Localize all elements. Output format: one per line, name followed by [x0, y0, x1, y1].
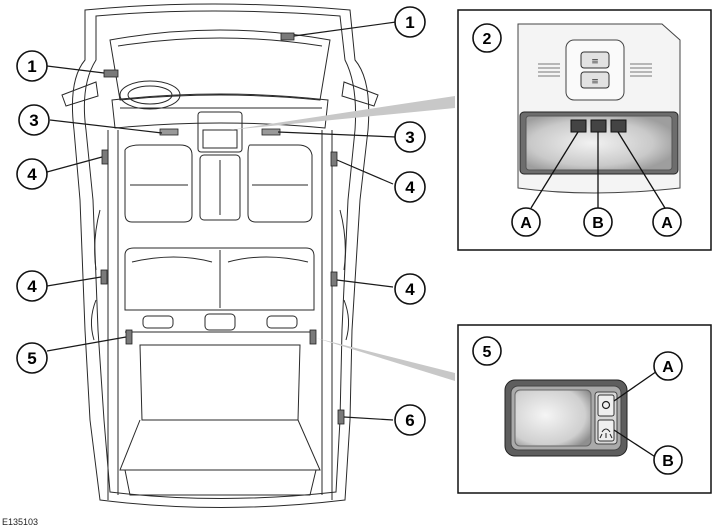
- svg-text:≡: ≡: [591, 77, 599, 87]
- console-switch-center: [590, 119, 607, 133]
- svg-text:≡: ≡: [591, 57, 599, 67]
- lamp-door-rr: [330, 271, 338, 287]
- detail-callout-2: 2: [483, 31, 492, 48]
- speaker-grille-left: [538, 63, 560, 77]
- callout-4-left-front: 4: [16, 158, 48, 190]
- lamp-door-lr: [100, 269, 108, 285]
- callout-label: 1: [405, 13, 414, 32]
- console-switch-right: [610, 119, 627, 133]
- lamp-door-rf: [330, 151, 338, 167]
- callout-5-left: 5: [16, 342, 48, 374]
- projection-console: [230, 96, 455, 130]
- callout-label: 4: [27, 277, 37, 296]
- rear-lamp-label-b: B: [662, 453, 674, 470]
- callout-6: 6: [394, 404, 426, 436]
- lamp-roof-front: [280, 32, 295, 41]
- callout-3-right: 3: [394, 121, 426, 153]
- detail-rear-lamp: 5 A B: [457, 324, 712, 494]
- callout-label: 1: [27, 57, 36, 76]
- lamp-visor-right: [261, 128, 281, 136]
- speaker-grille-right: [630, 63, 652, 77]
- detail-callout-5: 5: [483, 344, 492, 361]
- lamp-door-lf: [101, 149, 109, 165]
- callout-label: 5: [27, 349, 36, 368]
- callout-label: 3: [405, 128, 414, 147]
- callout-4-left-rear: 4: [16, 270, 48, 302]
- lamp-roof-center: [103, 69, 119, 78]
- lamp-visor-left: [159, 128, 179, 136]
- power-ring-icon: [601, 400, 611, 410]
- callout-label: 4: [27, 165, 37, 184]
- lamp-symbol-icon: [599, 428, 613, 439]
- callout-label: 3: [29, 111, 38, 130]
- vehicle-outline: [61, 3, 379, 508]
- rear-lamp-label-a: A: [662, 359, 674, 376]
- lamp-markers: [100, 32, 345, 425]
- callout-label: 4: [405, 280, 415, 299]
- lamp-rear-right: [309, 329, 317, 345]
- projection-rear-lamp: [316, 338, 455, 381]
- callout-1-top: 1: [394, 6, 426, 38]
- lamp-rear-left: [125, 329, 133, 345]
- console-label-a-left: A: [520, 215, 532, 232]
- lamp-tailgate: [337, 409, 345, 425]
- callout-3-left: 3: [18, 104, 50, 136]
- callout-4-right-rear: 4: [394, 273, 426, 305]
- console-label-b: B: [592, 215, 604, 232]
- callout-label: 4: [405, 178, 415, 197]
- console-label-a-right: A: [661, 215, 673, 232]
- detail-overhead-console: ≡ ≡ 2 A B: [457, 9, 712, 251]
- callout-4-right-front: 4: [394, 171, 426, 203]
- rear-switch-top: [597, 394, 615, 417]
- leader-lines: [46, 21, 397, 421]
- figure-code: E135103: [2, 517, 39, 527]
- console-switch-left: [570, 119, 587, 133]
- callout-label: 6: [405, 411, 414, 430]
- callout-1-left: 1: [16, 50, 48, 82]
